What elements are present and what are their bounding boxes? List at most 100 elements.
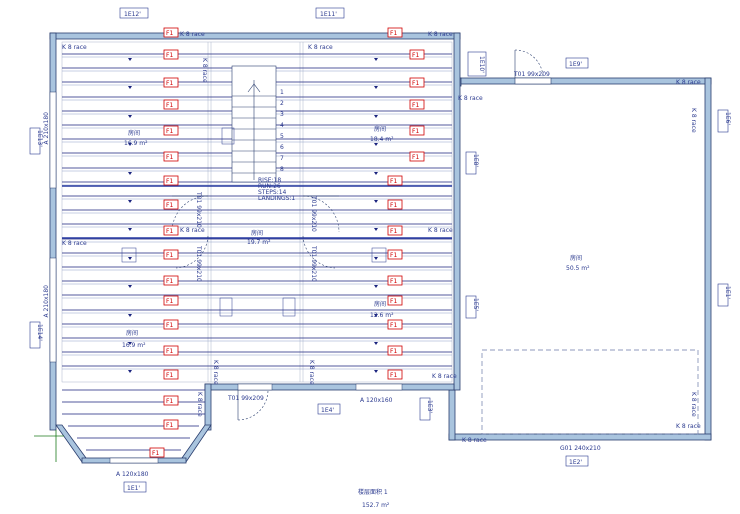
floor-area-name: 楼层面积 1 [358, 488, 388, 496]
svg-text:F1: F1 [412, 154, 419, 161]
svg-text:1E2': 1E2' [569, 459, 582, 466]
svg-text:1E13': 1E13' [36, 130, 43, 147]
door-side-label: T01 99x210 [195, 245, 202, 282]
svg-text:1E14': 1E14' [36, 324, 43, 341]
svg-text:F1: F1 [412, 80, 419, 87]
svg-text:F1: F1 [390, 278, 397, 285]
room2-name: 房间 [374, 125, 386, 133]
garage-door-swing [514, 49, 544, 79]
f1-tag: F1 [387, 369, 403, 380]
joist-arrow [374, 172, 378, 175]
svg-text:F1: F1 [166, 30, 173, 37]
brace-label: K 8 race [201, 58, 208, 83]
brace-label: K 8 race [212, 360, 219, 385]
joist-arrow [128, 115, 132, 118]
joist-arrow [374, 200, 378, 203]
brace-label: K 8 race [180, 227, 205, 234]
tag-top2: 1E11' [315, 7, 345, 19]
svg-text:F1: F1 [390, 298, 397, 305]
f1-tag: F1 [163, 151, 179, 162]
svg-text:F1: F1 [166, 422, 173, 429]
f1-tag: F1 [163, 369, 179, 380]
svg-text:F1: F1 [390, 30, 397, 37]
svg-text:F1: F1 [390, 372, 397, 379]
stair-step-number: 8 [280, 166, 284, 173]
svg-text:1E3': 1E3' [426, 400, 433, 413]
f1-tag: F1 [163, 395, 179, 406]
garage-door-label: G01 240x210 [560, 445, 601, 452]
brace-label: K 8 race [458, 95, 483, 102]
brace-labels-vertical: K 8 race K 8 race K 8 race K 8 race K 8 … [196, 58, 697, 417]
room3-area: 19.7 m² [247, 239, 271, 246]
f1-tag: F1 [409, 99, 425, 110]
svg-text:F1: F1 [390, 348, 397, 355]
stair-step-number: 5 [280, 133, 284, 140]
svg-text:1E12': 1E12' [124, 11, 141, 18]
stair-steps-count: STEPS:14 [258, 189, 287, 196]
door-side-label: T01 99x210 [195, 191, 202, 228]
svg-text:F1: F1 [412, 52, 419, 59]
joist-arrow [128, 172, 132, 175]
svg-text:F1: F1 [166, 154, 173, 161]
f1-tag: F1 [163, 49, 179, 60]
floor-area-value: 152.7 m² [362, 502, 390, 509]
f1-tag: F1 [163, 345, 179, 356]
joist-arrow [374, 143, 378, 146]
f1-tag: F1 [163, 99, 179, 110]
tag-right-mid: 1E1' [717, 283, 731, 307]
svg-text:F1: F1 [390, 322, 397, 329]
room-labels: 房间 16.9 m² 房间 18.4 m² 房间 19.7 m² 房间 12.6… [122, 125, 590, 349]
brace-label: K 8 race [462, 437, 487, 444]
room1-area: 16.9 m² [124, 140, 148, 147]
svg-text:F1: F1 [390, 252, 397, 259]
svg-text:F1: F1 [412, 128, 419, 135]
svg-text:1E8': 1E8' [472, 154, 479, 167]
opening-labels: T01 99x209 T01 99x209 A 120x160 A 120x18… [43, 71, 601, 478]
f1-tag: F1 [387, 275, 403, 286]
tag-top1: 1E12' [119, 7, 149, 19]
origin-marker [34, 430, 64, 462]
tag-garage-right1: 1E6' [717, 109, 731, 133]
joist-arrow [374, 228, 378, 231]
brace-label: K 8 race [690, 392, 697, 417]
svg-text:F1: F1 [166, 128, 173, 135]
stair-step-number: 1 [280, 89, 284, 96]
door-swings [171, 195, 340, 421]
joist-arrow [128, 285, 132, 288]
joist-arrow [374, 58, 378, 61]
stair-step-number: 7 [280, 155, 284, 162]
elevation-tags: 1E12' 1E11' 1E10' 1E9' 1E13' 1E14' 1E8' … [29, 7, 731, 493]
tag-left1: 1E13' [29, 127, 43, 155]
f1-tag: F1 [387, 175, 403, 186]
stair-run: RUN:26 [258, 183, 281, 190]
brace-label: K 8 race [196, 392, 203, 417]
brace-label: K 8 race [676, 423, 701, 430]
joist-arrow [128, 143, 132, 146]
f1-tag: F1 [387, 199, 403, 210]
svg-text:F1: F1 [390, 228, 397, 235]
svg-text:F1: F1 [166, 252, 173, 259]
svg-text:1E4': 1E4' [321, 407, 334, 414]
f1-tag: F1 [409, 151, 425, 162]
f1-tag: F1 [387, 27, 403, 38]
svg-text:1E9': 1E9' [569, 61, 582, 68]
window-left2-label: A 210x180 [43, 285, 50, 318]
f1-tag: F1 [163, 319, 179, 330]
joist-arrow [374, 115, 378, 118]
door-bottom-label: T01 99x209 [227, 395, 264, 402]
f1-tag: F1 [409, 49, 425, 60]
svg-text:1E1': 1E1' [127, 485, 140, 492]
door-side-label: T01 99x210 [310, 245, 317, 282]
f1-tag: F1 [387, 295, 403, 306]
house-walls [49, 32, 461, 464]
svg-text:1E1': 1E1' [724, 286, 731, 299]
svg-text:F1: F1 [152, 450, 159, 457]
f1-tag: F1 [163, 295, 179, 306]
brace-label: K 8 race [62, 44, 87, 51]
f1-tag: F1 [163, 199, 179, 210]
svg-text:F1: F1 [166, 178, 173, 185]
window-left1-label: A 210x180 [43, 112, 50, 145]
svg-text:F1: F1 [390, 202, 397, 209]
joist-arrow [128, 342, 132, 345]
